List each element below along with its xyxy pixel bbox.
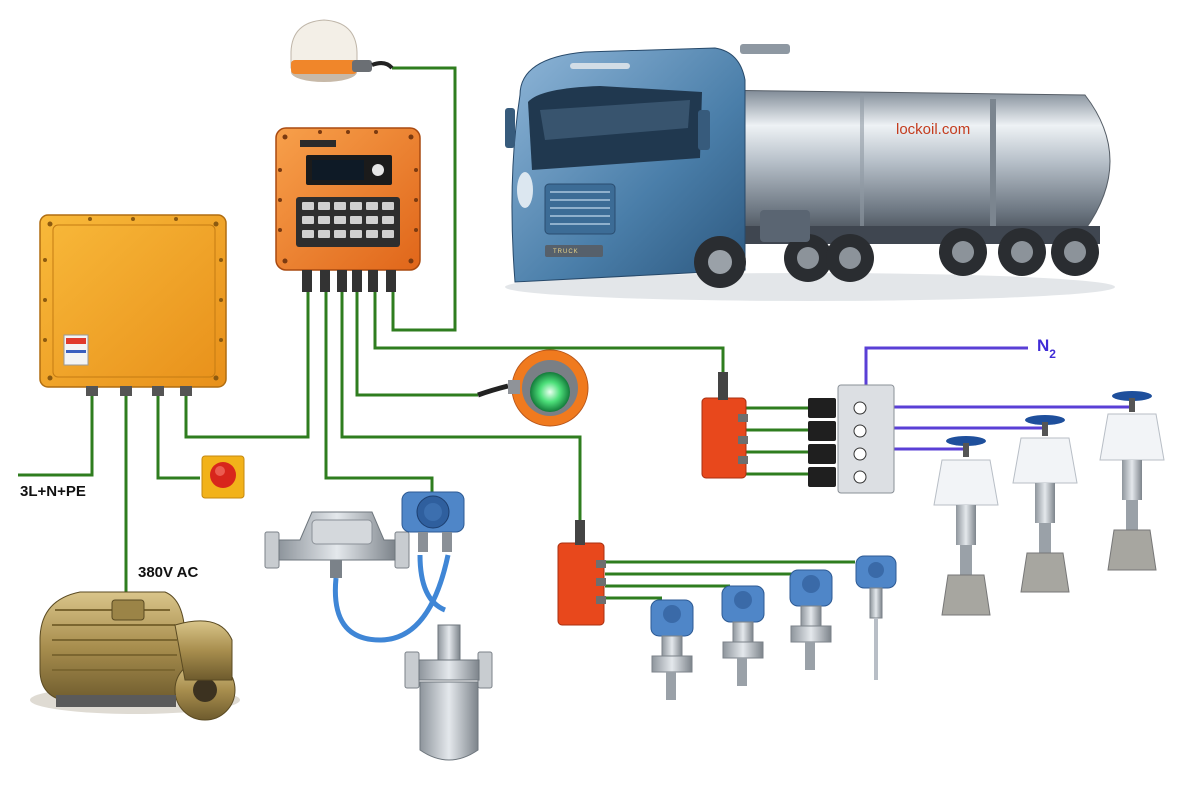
signal-light: [477, 349, 589, 427]
electric-pump: [30, 591, 240, 721]
flowmeter-transmitter: [401, 491, 465, 552]
nitrogen-label: N2: [1037, 336, 1056, 362]
n2-line-valve-3: [893, 400, 1134, 409]
n2-line-valve-2: [893, 422, 1047, 430]
junction-box-transmitters: [557, 520, 606, 626]
truck-badge-label: TRUCK: [553, 249, 579, 255]
control-valve-2: [1012, 415, 1078, 593]
tanker-truck: [505, 44, 1115, 301]
wire-gps: [391, 66, 457, 332]
nitrogen-label-base: N: [1037, 336, 1050, 355]
flowmeter-cable: [332, 554, 451, 643]
voltage-label: 380V AC: [138, 564, 199, 581]
coriolis-flowmeter: [264, 511, 410, 578]
wire-estop: [156, 390, 200, 480]
website-label: lockoil.com: [896, 121, 971, 138]
power-cabinet: [39, 214, 227, 396]
main-controller: [275, 127, 421, 292]
pressure-transmitter-3: [789, 569, 833, 670]
emergency-stop-button: [201, 455, 245, 499]
wire-light: [355, 292, 478, 397]
junction-box-valves: [701, 372, 748, 479]
wire-flowmeter: [324, 292, 434, 492]
pressure-transmitter-2: [721, 585, 765, 686]
wire-controller-link: [184, 292, 310, 439]
wire-junction-valves: [373, 292, 725, 372]
temperature-transmitter: [855, 555, 897, 680]
n2-supply-line: [864, 346, 1028, 388]
control-valve-3: [1099, 391, 1165, 571]
nitrogen-lines: [864, 346, 1134, 451]
wire-junction-transmitters: [340, 292, 582, 520]
nitrogen-label-subscript: 2: [1049, 347, 1056, 362]
power-supply-label: 3L+N+PE: [20, 483, 86, 500]
signal-wiring: [18, 66, 855, 610]
flowmeter-sensor: [404, 624, 493, 761]
gps-antenna: [290, 19, 394, 82]
control-valve-1: [933, 436, 999, 616]
wire-power-supply: [18, 390, 94, 477]
pressure-transmitter-1: [650, 599, 694, 700]
solenoid-valve-manifold: [808, 384, 895, 494]
